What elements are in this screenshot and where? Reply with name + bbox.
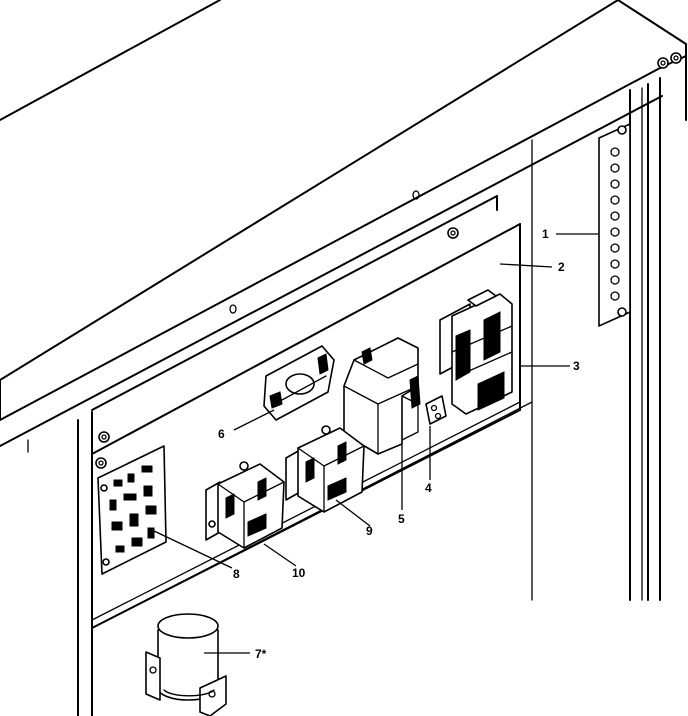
- callout-7: 7*: [255, 647, 267, 661]
- relay-upper: [285, 425, 365, 513]
- fan-control: [263, 345, 335, 421]
- screw: [657, 57, 669, 69]
- mounting-hole: [412, 190, 420, 200]
- cabinet-side-frame: [531, 77, 661, 601]
- callout-10: 10: [292, 566, 306, 580]
- front-left-post: [77, 411, 93, 716]
- mounting-hole: [229, 304, 237, 314]
- capacitor: [145, 613, 227, 716]
- screw: [95, 457, 107, 469]
- relay-lower: [205, 461, 285, 549]
- cabinet-top-panel: [0, 0, 687, 453]
- callout-4: 4: [425, 481, 432, 495]
- callout-labels: 1 2 3 4 5 6 7* 8 9 10: [218, 227, 580, 661]
- control-board: [97, 445, 167, 575]
- callout-5: 5: [398, 512, 405, 526]
- back-panel: [91, 195, 533, 629]
- contactor: [439, 289, 513, 415]
- callout-2: 2: [558, 260, 565, 274]
- terminal-strip: [598, 123, 631, 327]
- transformer: [343, 337, 421, 455]
- screw: [670, 52, 682, 64]
- callout-1: 1: [542, 227, 549, 241]
- callout-8: 8: [233, 567, 240, 581]
- leader-lines: [151, 233, 598, 654]
- callout-3: 3: [573, 359, 580, 373]
- screw: [447, 227, 459, 239]
- callout-9: 9: [366, 524, 373, 538]
- screw: [98, 431, 110, 443]
- callout-6: 6: [218, 427, 225, 441]
- terminal-block: [425, 395, 447, 425]
